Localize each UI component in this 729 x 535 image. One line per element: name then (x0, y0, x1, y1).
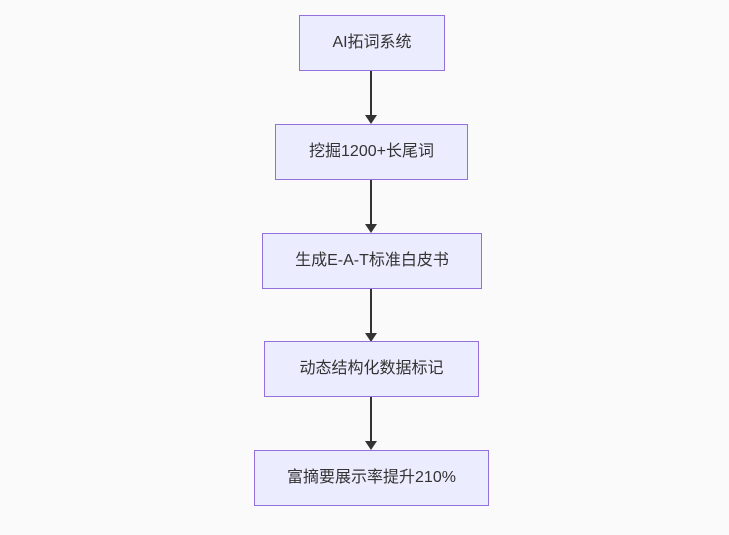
flow-edge-2 (365, 180, 377, 233)
arrow-line (370, 71, 372, 115)
flow-node-rich-snippet-rate: 富摘要展示率提升210% (254, 450, 489, 506)
arrowhead-down-icon (365, 115, 377, 124)
flow-node-longtail-keywords: 挖掘1200+长尾词 (275, 124, 468, 180)
flow-node-ai-word-expansion-system: AI拓词系统 (299, 15, 445, 71)
flow-edge-3 (365, 289, 377, 342)
arrow-line (370, 289, 372, 333)
flow-edge-1 (365, 71, 377, 124)
arrow-line (370, 397, 372, 441)
flow-node-eat-whitepaper: 生成E-A-T标准白皮书 (262, 233, 482, 289)
node-label: 富摘要展示率提升210% (287, 469, 456, 486)
flow-node-structured-data-markup: 动态结构化数据标记 (264, 341, 479, 397)
arrowhead-down-icon (365, 441, 377, 450)
arrowhead-down-icon (365, 333, 377, 342)
node-label: AI拓词系统 (332, 34, 412, 51)
arrow-line (370, 180, 372, 224)
node-label: 挖掘1200+长尾词 (309, 143, 434, 160)
node-label: 动态结构化数据标记 (299, 360, 444, 377)
arrowhead-down-icon (365, 224, 377, 233)
node-label: 生成E-A-T标准白皮书 (295, 252, 449, 269)
flow-edge-4 (365, 397, 377, 450)
